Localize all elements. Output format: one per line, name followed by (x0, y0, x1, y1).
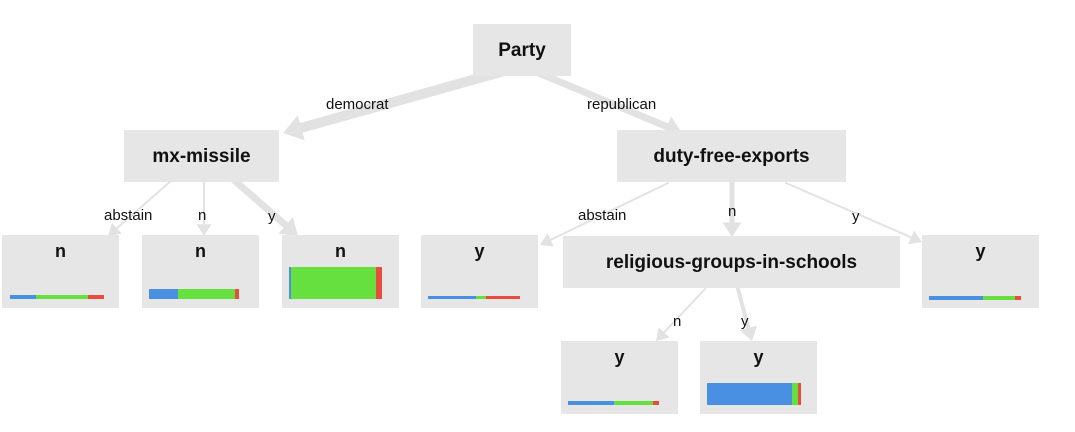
class-green-segment (291, 267, 376, 299)
edge-arrowhead-df-y (908, 230, 922, 245)
edge-label-mx-abstain: abstain (104, 207, 153, 224)
edge-label-df-abstain: abstain (578, 207, 627, 224)
class-distribution-bar (707, 383, 808, 405)
edge-democrat (296, 61, 527, 133)
class-blue-segment (568, 401, 615, 405)
class-blue-segment (428, 296, 477, 299)
class-red-segment (797, 383, 801, 405)
leaf-label: n (195, 241, 206, 261)
edge-df-y (785, 182, 913, 239)
edge-arrowhead-mx-abstain (108, 222, 122, 236)
node-religious-groups-in-schools[interactable]: religious-groups-in-schools (563, 236, 900, 288)
leaf-node-rel-n[interactable]: y (561, 341, 678, 414)
node-label: Party (498, 40, 546, 61)
edge-label-mx-y: y (268, 208, 276, 225)
class-red-segment (485, 296, 520, 299)
class-green-segment (178, 289, 235, 299)
edge-arrowhead-democrat (283, 115, 305, 141)
node-label: duty-free-exports (653, 146, 810, 167)
edge-mx-abstain (115, 179, 173, 230)
class-blue-segment (929, 296, 983, 300)
edge-label-republican: republican (587, 96, 657, 113)
edge-label-df-n: n (728, 203, 737, 220)
edge-arrowhead-df-abstain (540, 233, 554, 247)
edge-rel-n (663, 288, 706, 334)
leaf-node-mx-y[interactable]: n (282, 235, 399, 308)
edge-df-abstain (549, 182, 669, 241)
node-label: religious-groups-in-schools (605, 252, 858, 273)
class-blue-segment (149, 289, 179, 299)
edge-arrowhead-mx-n (196, 224, 212, 236)
class-distribution-bar (149, 289, 250, 299)
leaf-node-df-y[interactable]: y (922, 235, 1039, 308)
class-distribution-bar (929, 296, 1030, 300)
class-green-segment (614, 401, 653, 405)
edge-arrowhead-df-n (722, 222, 742, 237)
node-duty-free-exports[interactable]: duty-free-exports (617, 130, 846, 182)
node-label: mx-missile (152, 146, 251, 167)
class-distribution-bar (10, 295, 111, 299)
leaf-node-mx-n[interactable]: n (142, 235, 259, 308)
edge-label-rel-n: n (673, 313, 682, 330)
class-red-segment (87, 295, 104, 299)
leaf-node-rel-y[interactable]: y (700, 341, 817, 414)
leaf-node-df-abstain[interactable]: y (421, 235, 538, 308)
leaf-label: y (474, 241, 485, 261)
class-distribution-bar (568, 401, 669, 405)
edge-label-rel-y: y (741, 313, 749, 330)
edge-rel-y (736, 287, 751, 330)
class-red-segment (375, 267, 382, 299)
edge-mx-y (230, 176, 290, 229)
class-green-segment (791, 383, 798, 405)
edge-label-mx-n: n (198, 207, 207, 224)
leaf-label: y (614, 347, 625, 367)
leaf-label: y (753, 347, 764, 367)
class-green-segment (476, 296, 486, 299)
class-red-segment (234, 289, 239, 299)
edge-label-democrat: democrat (326, 96, 389, 113)
class-blue-segment (289, 267, 292, 299)
class-blue-segment (10, 295, 37, 299)
class-blue-segment (707, 383, 792, 405)
class-distribution-bar (289, 267, 390, 299)
leaf-label: n (335, 241, 346, 261)
edge-label-df-y: y (852, 208, 860, 225)
leaf-label: n (55, 241, 66, 261)
edge-republican (518, 62, 671, 131)
class-green-segment (36, 295, 88, 299)
leaf-node-mx-abstain[interactable]: n (2, 235, 119, 308)
edge-arrowhead-mx-y (278, 217, 298, 236)
edge-arrowhead-rel-y (739, 325, 757, 341)
edge-arrowhead-rel-n (656, 327, 670, 341)
leaf-label: y (975, 241, 986, 261)
class-distribution-bar (428, 296, 529, 299)
class-red-segment (1014, 296, 1021, 300)
class-green-segment (982, 296, 1015, 300)
root-node-party[interactable]: Party (473, 24, 571, 76)
node-mx-missile[interactable]: mx-missile (124, 130, 279, 182)
class-red-segment (652, 401, 659, 405)
